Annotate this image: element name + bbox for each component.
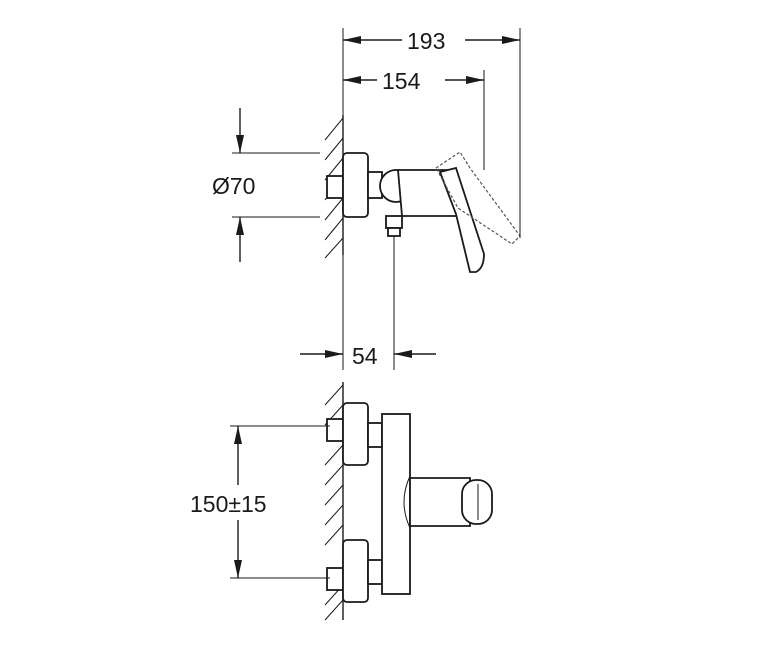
escutcheon-lower [342,539,369,603]
inlet-stub-upper [326,418,344,442]
dimension-54: 54 [300,236,436,370]
lever-plan [409,477,471,527]
dimension-diameter-label: Ø70 [212,173,255,199]
lever-top [438,166,485,273]
outlet-top [385,215,403,229]
inlet-stub-top [326,175,344,199]
dimension-193-label: 193 [407,28,445,54]
lever-knob-plan [461,479,493,525]
escutcheon-upper [342,402,369,466]
mixer-body-plan [381,413,411,595]
body-curve-plan [403,475,411,529]
dimension-diameter: Ø70 [212,108,320,262]
connector-upper [367,422,383,448]
dimension-154: 154 [343,68,485,170]
dimension-54-label: 54 [352,343,378,369]
outlet-nozzle-top [387,227,401,237]
dimension-154-label: 154 [382,68,421,94]
dimension-150: 150±15 [190,425,330,579]
dimension-150-label: 150±15 [190,491,267,517]
plan-view: 150±15 [190,382,493,621]
inlet-stub-lower [326,567,344,591]
dimension-193: 193 [342,28,521,238]
connector-lower [367,559,383,585]
side-view: 193 154 Ø70 54 [212,28,521,370]
escutcheon-top [342,152,369,218]
